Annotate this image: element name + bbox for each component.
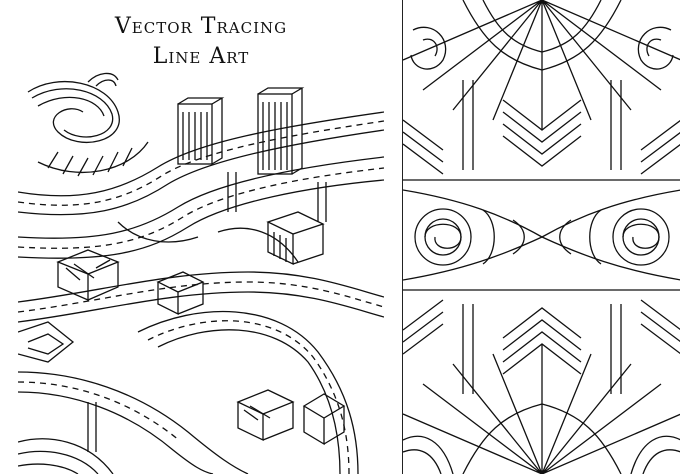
title-line-2: Line Art [152, 44, 250, 69]
mandala-line-art-panel [402, 0, 680, 474]
mandala-drawing [403, 0, 680, 474]
title-line-1: Vector Tracing [114, 14, 288, 39]
cityscape-line-art-panel [18, 72, 384, 474]
cityscape-drawing [18, 72, 384, 474]
